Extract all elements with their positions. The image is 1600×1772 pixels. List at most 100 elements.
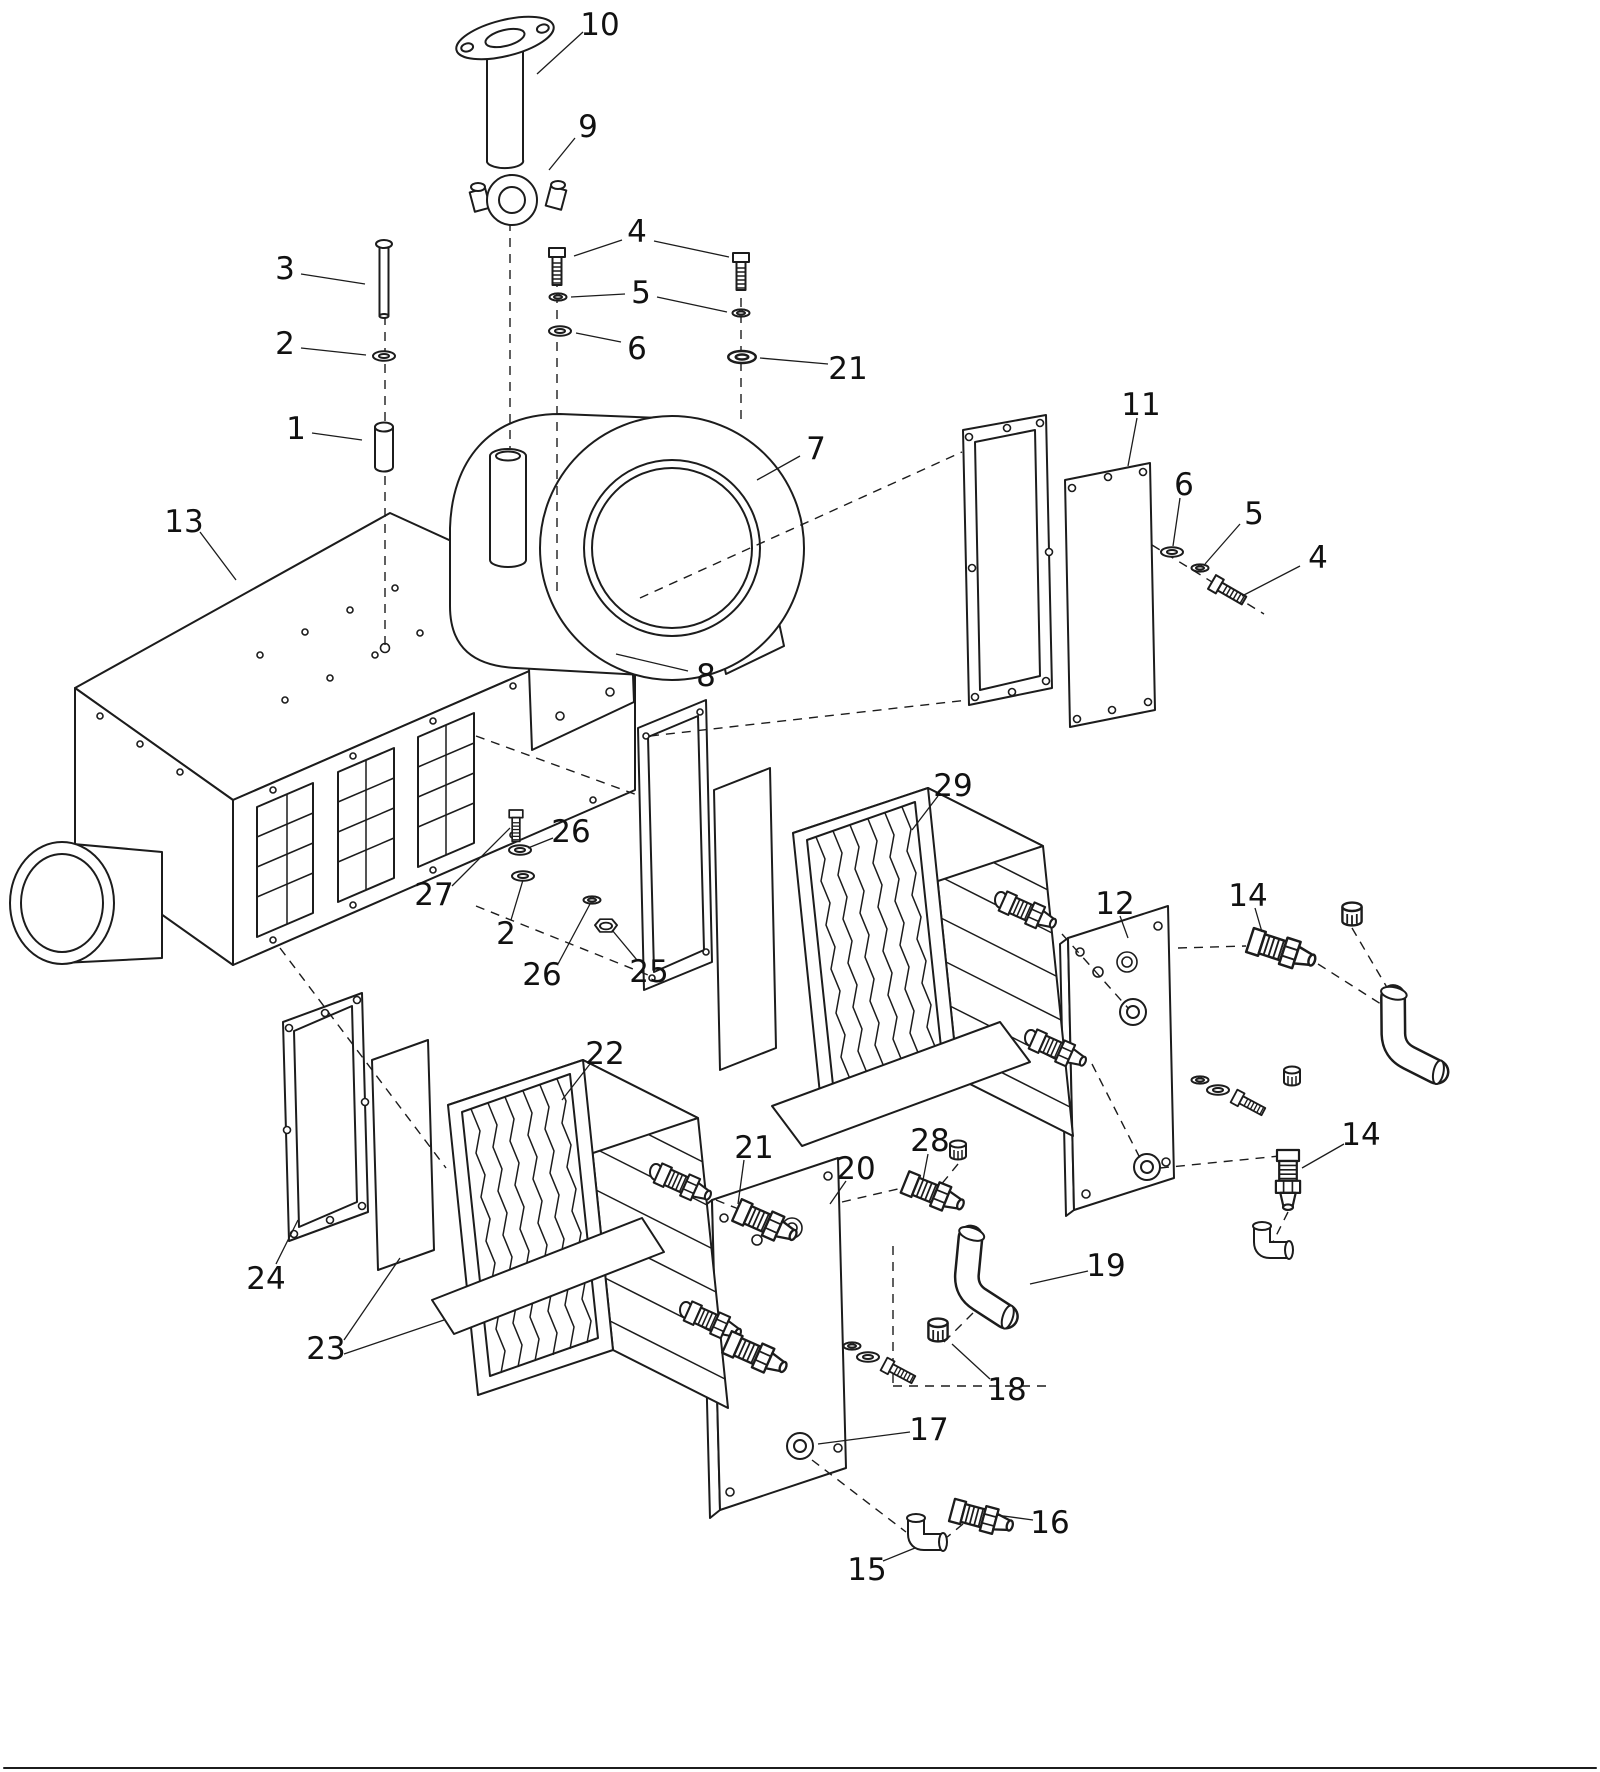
callout-27: 27 (414, 877, 453, 913)
callout-13: 13 (164, 504, 203, 540)
part-7-blower (449, 413, 805, 681)
callout-leader-11 (1127, 417, 1138, 467)
callout-12: 12 (1095, 886, 1134, 922)
callout-leader-13 (199, 531, 237, 581)
callout-leader-15 (882, 1547, 916, 1562)
callout-22: 22 (585, 1036, 624, 1072)
part-3-screw (375, 239, 393, 319)
callout-leader-2 (510, 879, 524, 921)
callout-leader-20 (829, 1180, 847, 1205)
part-26-washer-b (582, 895, 602, 905)
callout-leader-18 (951, 1343, 991, 1380)
callout-15: 15 (847, 1552, 886, 1588)
part-9-clamp (468, 174, 568, 226)
part-6-washer-a (548, 325, 572, 337)
part-24-gasket (282, 992, 370, 1242)
callout-16: 16 (1030, 1505, 1069, 1541)
part-5-washer-b (731, 308, 751, 318)
callout-leader-5 (570, 293, 626, 298)
callout-14: 14 (1341, 1117, 1380, 1153)
callout-leader-9 (548, 137, 576, 171)
washer-small-b (1206, 1084, 1230, 1096)
callout-leader-14 (1301, 1143, 1345, 1169)
callout-leader-27 (451, 827, 511, 887)
elbow-fitting-a (1365, 985, 1459, 1085)
callout-leader-7 (756, 455, 801, 481)
callout-leader-21 (737, 1159, 745, 1205)
part-25-nut (594, 918, 618, 933)
callout-leader-16 (995, 1514, 1034, 1521)
callout-6: 6 (1174, 467, 1194, 503)
callout-25: 25 (629, 954, 668, 990)
part-17-grommet (786, 1432, 814, 1460)
callout-leader-17 (817, 1431, 911, 1445)
callout-8: 8 (696, 658, 716, 694)
part-5-washer-c (1190, 563, 1210, 573)
callout-leader-29 (911, 795, 939, 831)
part-28-fitting (899, 1169, 970, 1219)
part-11-plate (1064, 462, 1156, 728)
callout-leader-12 (1119, 915, 1129, 939)
callout-leader-3 (300, 273, 366, 285)
part-5-washer-a (548, 292, 568, 302)
callout-5: 5 (1244, 496, 1264, 532)
bolt-small-b (879, 1356, 918, 1387)
part-21-washer-a (727, 349, 757, 365)
housing-opening-2 (337, 747, 395, 903)
part-22-core (447, 1059, 729, 1409)
callout-28: 28 (910, 1123, 949, 1159)
plug-fitting-a (1341, 901, 1363, 927)
callout-leader-23 (343, 1319, 445, 1355)
callout-26: 26 (551, 814, 590, 850)
part-26-washer-a (508, 844, 532, 856)
callout-19: 19 (1086, 1248, 1125, 1284)
callout-6: 6 (627, 331, 647, 367)
callout-20: 20 (836, 1151, 875, 1187)
part-10-flanged-pipe (455, 15, 555, 170)
part-1-spacer (374, 421, 394, 473)
part-28-plug (949, 1139, 967, 1161)
callout-leader-26 (527, 837, 554, 849)
part-4-bolt-c (1207, 574, 1250, 609)
callout-2: 2 (496, 916, 516, 952)
callout-21: 21 (734, 1130, 773, 1166)
part-23-baffle-tray (431, 1217, 665, 1335)
callout-4: 4 (1308, 540, 1328, 576)
callout-leader-25 (611, 929, 638, 961)
callout-leader-10 (536, 31, 584, 75)
callout-leader-19 (1029, 1270, 1089, 1285)
washer-small-d (856, 1351, 880, 1363)
callout-23: 23 (306, 1331, 345, 1367)
callout-14: 14 (1228, 878, 1267, 914)
plug-fitting-b (1283, 1065, 1301, 1087)
callout-leader-5 (656, 296, 728, 313)
callout-2: 2 (275, 326, 295, 362)
washer-small-c (842, 1341, 862, 1351)
callout-26: 26 (522, 957, 561, 993)
part-2-washer-b (511, 870, 535, 882)
callout-leader-4 (573, 239, 623, 257)
callout-leader-26 (557, 903, 591, 965)
callout-1: 1 (286, 411, 306, 447)
gasket-upper-core (637, 699, 713, 991)
callout-7: 7 (806, 431, 826, 467)
callout-4: 4 (627, 214, 647, 250)
callout-24: 24 (246, 1261, 285, 1297)
callout-leader-4 (1241, 565, 1301, 597)
part-4-bolt-b (732, 252, 750, 291)
callout-leader-23 (343, 1257, 401, 1341)
bolt-small-a (1229, 1088, 1268, 1119)
callout-5: 5 (631, 275, 651, 311)
part-2-washer-a (372, 350, 396, 362)
callout-9: 9 (578, 109, 598, 145)
callout-leader-2 (300, 347, 367, 356)
callout-leader-14 (1254, 907, 1263, 933)
callout-11: 11 (1121, 387, 1160, 423)
callout-leader-22 (561, 1063, 591, 1101)
callout-leader-5 (1204, 523, 1241, 565)
callout-leader-28 (922, 1153, 929, 1181)
callout-10: 10 (580, 7, 619, 43)
callout-leader-21 (759, 357, 829, 365)
